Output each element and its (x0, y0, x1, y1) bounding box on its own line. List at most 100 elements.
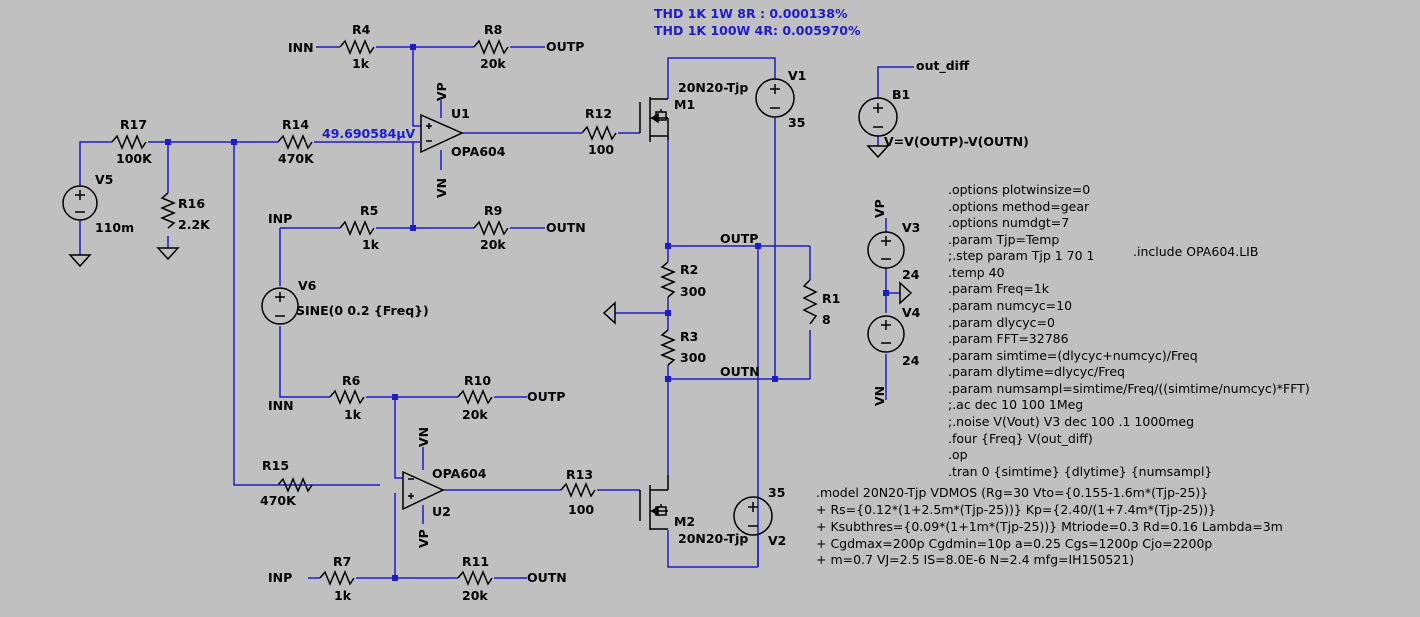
net-label-inp: INP (268, 211, 292, 226)
resistor-r13 (560, 482, 596, 498)
directive-line: .param numcyc=10 (948, 298, 1072, 313)
resistor-r7 (319, 570, 355, 586)
net-label-inn: INN (268, 398, 294, 413)
v2-name: V2 (768, 533, 786, 548)
source-b1 (858, 97, 898, 137)
net-label-outn: OUTN (527, 570, 567, 585)
source-v1 (755, 78, 795, 118)
u2-name: U2 (432, 504, 451, 519)
source-v5 (62, 185, 98, 221)
model-line: .model 20N20-Tjp VDMOS (Rg=30 Vto={0.155… (816, 485, 1208, 500)
model-line: + m=0.7 VJ=2.5 IS=8.0E-6 N=2.4 mfg=IH150… (816, 552, 1134, 567)
u1-value: OPA604 (451, 144, 506, 159)
directive-line: .op (948, 447, 968, 462)
thd-note-1w: THD 1K 1W 8R : 0.000138% (654, 6, 848, 21)
v2-value: 35 (768, 485, 785, 500)
net-label-outp: OUTP (546, 39, 584, 54)
m1-value: 20N20-Tjp (678, 80, 748, 95)
directive-line: .options method=gear (948, 199, 1090, 214)
resistor-r4 (339, 39, 375, 55)
r12-name: R12 (585, 106, 612, 121)
vdmos-model-directive: .model 20N20-Tjp VDMOS (Rg=30 Vto={0.155… (816, 485, 1283, 567)
ground-icon (68, 254, 92, 268)
source-v4 (867, 315, 905, 353)
r4-value: 1k (352, 56, 370, 71)
opamp-u1 (420, 113, 464, 154)
include-directive: .include OPA604.LIB (1133, 244, 1258, 259)
b1-value: V=V(OUTP)-V(OUTN) (884, 134, 1029, 149)
net-label-outn: OUTN (720, 364, 760, 379)
directive-line: .param numsampl=simtime/Freq/((simtime/n… (948, 381, 1310, 396)
r15-value: 470K (260, 493, 297, 508)
opamp-u2 (402, 470, 445, 511)
r2-value: 300 (680, 284, 706, 299)
net-label-inn: INN (288, 40, 314, 55)
resistor-r9 (473, 220, 509, 236)
r16-value: 2.2K (178, 217, 211, 232)
v3-value: 24 (902, 267, 920, 282)
v5-value: 110m (95, 220, 134, 235)
net-label-inp: INP (268, 570, 292, 585)
m1-name: M1 (674, 97, 695, 112)
r3-value: 300 (680, 350, 706, 365)
r11-name: R11 (462, 554, 489, 569)
resistors (111, 39, 818, 586)
directive-line: .temp 40 (948, 265, 1005, 280)
directive-line: ;.step param Tjp 1 70 1 (948, 248, 1095, 263)
r1-value: 8 (822, 312, 831, 327)
v1-name: V1 (788, 68, 806, 83)
resistor-r6 (329, 389, 365, 405)
voltage-sources (62, 78, 905, 536)
net-label-outp: OUTP (720, 231, 758, 246)
directive-line: .param dlytime=dlycyc/Freq (948, 364, 1125, 379)
ground-symbols (68, 145, 913, 325)
ground-icon (602, 301, 616, 325)
r11-value: 20k (462, 588, 488, 603)
net-label-vn: VN (434, 178, 449, 198)
r10-name: R10 (464, 373, 491, 388)
resistor-r2 (660, 261, 676, 298)
resistor-r11 (457, 570, 493, 586)
r17-name: R17 (120, 117, 147, 132)
directive-line: .param dlycyc=0 (948, 315, 1055, 330)
ground-icon (899, 281, 913, 305)
v5-name: V5 (95, 172, 113, 187)
r5-name: R5 (360, 203, 378, 218)
v4-value: 24 (902, 353, 920, 368)
thd-note-100w: THD 1K 100W 4R: 0.005970% (654, 23, 861, 38)
r13-value: 100 (568, 502, 594, 517)
r9-name: R9 (484, 203, 502, 218)
resistor-r14 (277, 134, 313, 150)
model-line: + Cgdmax=200p Cgdmin=10p a=0.25 Cgs=1200… (816, 536, 1212, 551)
m2-value: 20N20-Tjp (678, 531, 748, 546)
model-line: + Rs={0.12*(1+2.5m*(Tjp-25))} Kp={2.40/(… (816, 502, 1216, 517)
resistor-r3 (660, 329, 676, 366)
net-labels: INN OUTP INP OUTN INN OUTP INP OUTN OUTP… (268, 39, 970, 585)
source-v6 (261, 287, 299, 325)
source-v2 (733, 496, 773, 536)
resistor-r1 (802, 279, 818, 325)
r2-name: R2 (680, 262, 698, 277)
resistor-r17 (111, 134, 147, 150)
v3-name: V3 (902, 220, 920, 235)
mosfet-m1 (639, 97, 669, 142)
directive-line: .options plotwinsize=0 (948, 182, 1090, 197)
r8-value: 20k (480, 56, 506, 71)
r3-name: R3 (680, 329, 698, 344)
net-label-out-diff: out_diff (916, 58, 970, 74)
r5-value: 1k (362, 237, 380, 252)
resistor-r12 (581, 125, 617, 141)
r6-value: 1k (344, 407, 362, 422)
r13-name: R13 (566, 467, 593, 482)
net-label-vp: VP (872, 199, 887, 218)
resistor-r8 (473, 39, 509, 55)
net-label-vp: VP (416, 529, 431, 548)
resistor-r15 (277, 477, 313, 493)
net-label-outp: OUTP (527, 389, 565, 404)
r1-name: R1 (822, 291, 840, 306)
net-label-vn: VN (416, 427, 431, 447)
net-label-vn: VN (872, 386, 887, 406)
spice-directives: .options plotwinsize=0 .options method=g… (948, 182, 1310, 479)
r9-value: 20k (480, 237, 506, 252)
